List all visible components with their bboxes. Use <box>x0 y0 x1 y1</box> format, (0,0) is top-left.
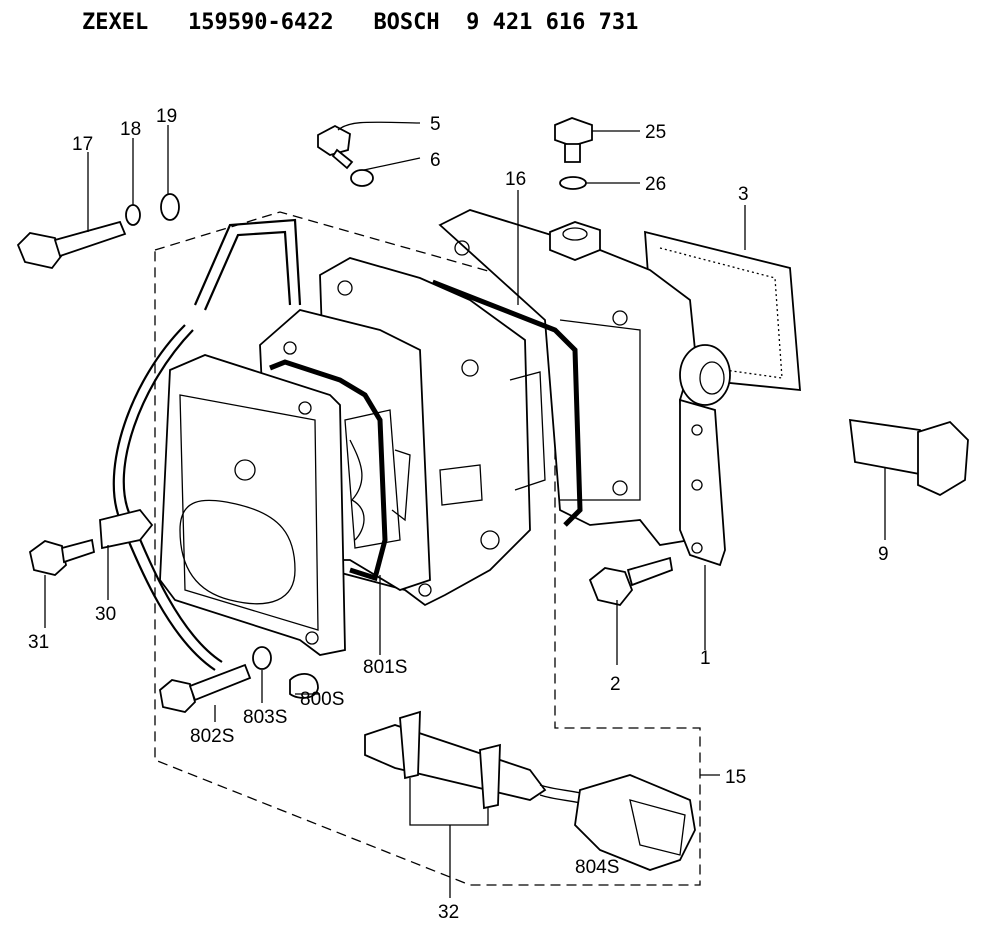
top-nut <box>549 221 601 261</box>
bolt-part-25 <box>554 117 593 163</box>
callout-31: 31 <box>28 632 49 653</box>
callout-19: 19 <box>156 106 177 127</box>
screw-part-5 <box>317 124 354 170</box>
callout-802S: 802S <box>190 726 234 747</box>
callout-3: 3 <box>738 184 749 205</box>
callout-25: 25 <box>645 122 666 143</box>
callout-800S: 800S <box>300 689 344 710</box>
plug-part-800S <box>289 673 319 699</box>
washer-part-26 <box>559 176 587 190</box>
washer-part-6 <box>350 169 374 187</box>
side-nut <box>679 344 731 406</box>
clamp-part-30 <box>99 508 154 550</box>
callout-labels: 17 18 19 5 6 25 26 16 3 9 31 30 2 1 801S… <box>28 106 889 923</box>
callout-5: 5 <box>430 114 441 135</box>
wire-harness-15 <box>364 710 591 810</box>
callout-17: 17 <box>72 134 93 155</box>
callout-15: 15 <box>725 767 746 788</box>
bolt-part-2 <box>588 556 674 607</box>
leader-lines <box>44 121 886 898</box>
maker-label: ZEXEL <box>82 10 149 35</box>
bosch-part-number: 9 421 616 731 <box>466 10 639 35</box>
callout-6: 6 <box>430 150 441 171</box>
washer-part-803S <box>252 646 272 670</box>
zexel-part-number: 159590-6422 <box>187 10 334 35</box>
callout-18: 18 <box>120 119 141 140</box>
drawing-header: ZEXEL 159590-6422 BOSCH 9 421 616 731 <box>82 10 638 35</box>
callout-32: 32 <box>438 902 459 923</box>
banjo-bolt-part-9 <box>848 418 969 497</box>
callout-26: 26 <box>645 174 666 195</box>
flange-plate-1 <box>679 398 726 567</box>
seal-ring-801S <box>269 359 388 582</box>
callout-803S: 803S <box>243 707 287 728</box>
callout-30: 30 <box>95 604 116 625</box>
callout-9: 9 <box>878 544 889 565</box>
assembly-boundary-dashed <box>154 211 701 886</box>
brand-label: BOSCH <box>373 10 440 35</box>
callout-804S: 804S <box>575 857 619 878</box>
bolt-part-17 <box>16 220 127 270</box>
callout-2: 2 <box>610 674 621 695</box>
callout-801S: 801S <box>363 657 407 678</box>
callout-1: 1 <box>700 648 711 669</box>
washer-part-19 <box>160 193 180 221</box>
front-cover <box>159 354 346 656</box>
bolt-part-802S <box>159 663 252 713</box>
callout-16: 16 <box>505 169 526 190</box>
screw-part-31 <box>28 538 96 576</box>
connector-part-804S <box>574 774 696 871</box>
washer-part-18 <box>125 204 141 226</box>
